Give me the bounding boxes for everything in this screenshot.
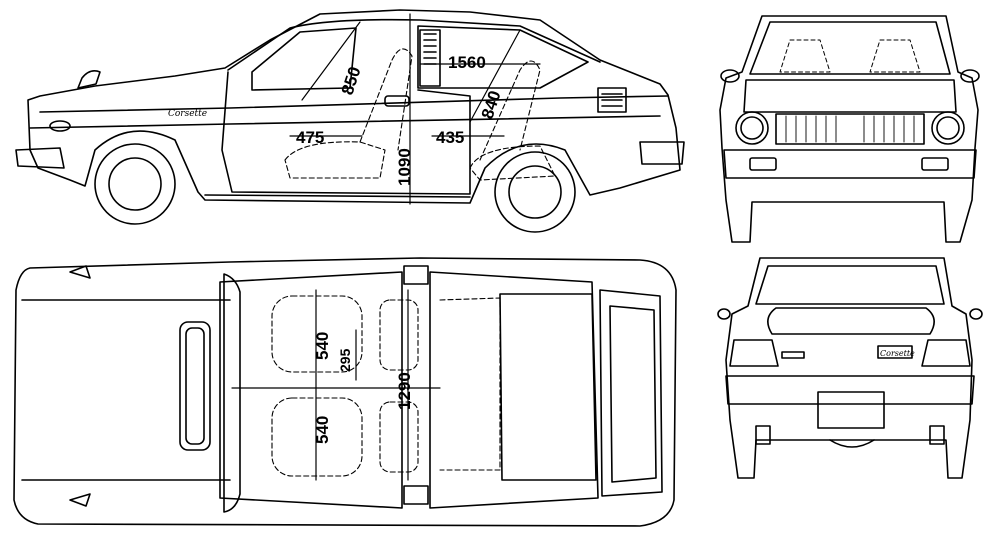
side-view <box>15 9 685 233</box>
side-body-outline <box>27 9 681 204</box>
side-seats <box>284 48 556 181</box>
dim-front-legroom: 475 <box>296 128 324 147</box>
rear-body-outline <box>725 257 973 479</box>
top-body-outline <box>13 257 677 527</box>
left-taillight <box>729 339 779 367</box>
front-window <box>251 27 357 91</box>
dim-interior-width: 1290 <box>395 372 414 410</box>
rear-vent <box>597 87 627 113</box>
front-wheel <box>94 143 176 225</box>
fender-script: Corsette <box>168 109 207 119</box>
right-headlight <box>931 111 965 145</box>
rear-window <box>417 25 589 89</box>
rear-badge: Corsette <box>880 349 915 358</box>
rear-window-view <box>755 265 945 305</box>
right-taillight <box>921 339 971 367</box>
top-view <box>13 257 677 527</box>
dim-seat-gap: 295 <box>337 348 353 372</box>
door-handle <box>384 95 410 107</box>
rear-window-top <box>499 293 597 481</box>
side-dimension-lines <box>289 13 541 205</box>
hood-edge <box>743 79 957 113</box>
hood-bulge <box>179 321 211 451</box>
rear-view <box>717 257 983 479</box>
mirror-left <box>720 69 740 83</box>
front-bumper-view <box>723 149 977 179</box>
license-plate <box>817 391 885 429</box>
dim-rear-headroom: 840 <box>478 88 505 121</box>
left-headlight <box>735 111 769 145</box>
front-bumper <box>15 147 65 169</box>
dim-front-seat-width: 540 <box>313 332 332 360</box>
door-outline <box>221 71 471 195</box>
windshield-top <box>223 273 241 513</box>
windshield <box>749 21 951 75</box>
trunk-top <box>599 289 663 497</box>
front-grille <box>775 113 925 145</box>
front-cabin <box>219 271 403 509</box>
dim-rear-seat-width: 540 <box>313 416 332 444</box>
dim-front-headroom: 850 <box>338 64 365 97</box>
rear-cabin <box>429 271 599 509</box>
b-pillar-vent <box>419 29 441 87</box>
front-view <box>719 15 980 243</box>
trunk-lid <box>767 307 935 335</box>
dim-roof-length: 1560 <box>448 53 486 72</box>
b-pillar-top <box>403 265 429 285</box>
rear-bumper <box>639 141 685 165</box>
side-greenhouse <box>227 18 601 71</box>
dim-rear-legroom: 435 <box>436 128 464 147</box>
mirror-right <box>960 69 980 83</box>
rear-bumper-view <box>725 375 975 405</box>
dim-height: 1090 <box>395 148 414 186</box>
top-dimension-lines <box>231 289 441 481</box>
top-seats <box>271 295 501 477</box>
side-mirror <box>77 70 101 89</box>
rear-wheel <box>494 151 576 233</box>
front-marker-light <box>49 120 71 132</box>
front-body-outline <box>719 15 979 243</box>
